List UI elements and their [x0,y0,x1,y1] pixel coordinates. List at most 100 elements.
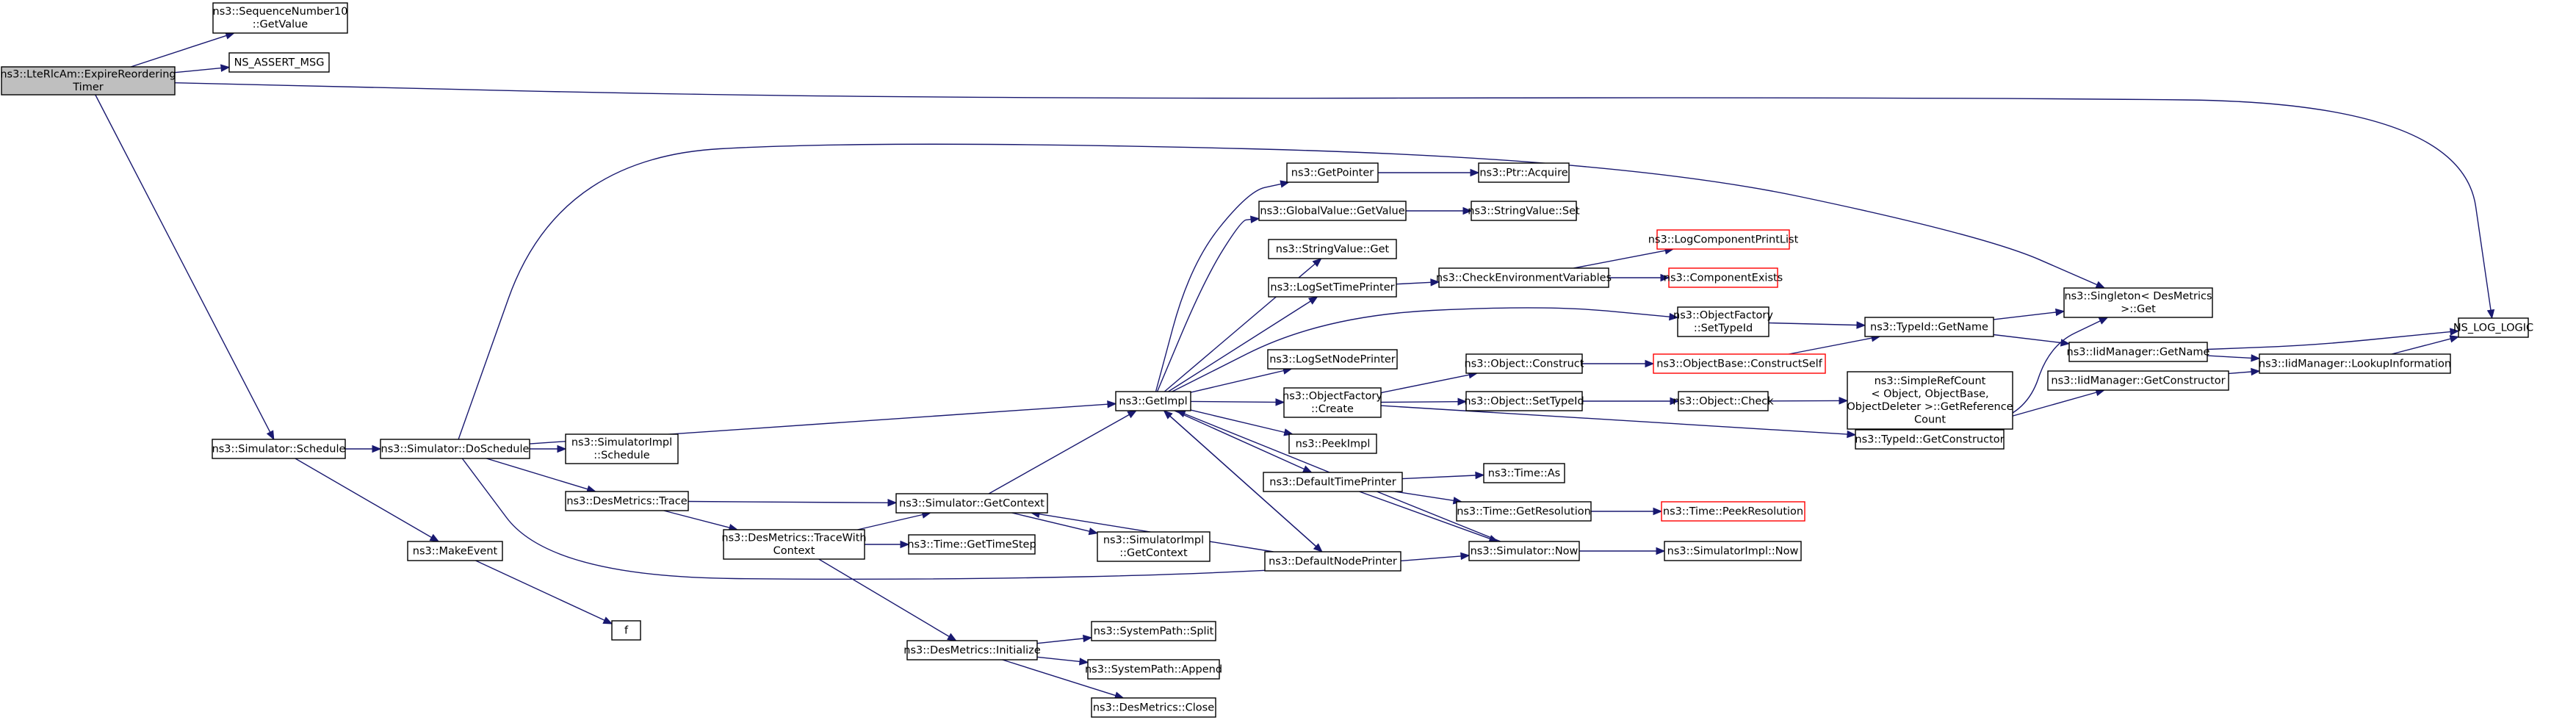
node-initialize[interactable]: ns3::DesMetrics::Initialize [903,640,1041,660]
node-label-line: ns3::Simulator::Now [1471,545,1579,557]
node-close[interactable]: ns3::DesMetrics::Close [1091,697,1216,718]
node-compexists[interactable]: ns3::ComponentExists [1664,267,1783,288]
node-label-line: ns3::Singleton< DesMetrics [2064,291,2212,303]
node-logcomplist[interactable]: ns3::LogComponentPrintList [1648,229,1799,250]
edge-line [1359,491,1490,539]
edge-arrowhead [1275,398,1285,406]
node-box [1483,463,1565,483]
node-typeidgetname[interactable]: ns3::TypeId::GetName [1864,317,1994,337]
edge-arrowhead [1312,258,1322,267]
node-assert[interactable]: NS_ASSERT_MSG [228,52,330,73]
node-implnow[interactable]: ns3::SimulatorImpl::Now [1664,541,1802,561]
edge-line [1169,415,1323,552]
node-append[interactable]: ns3::SystemPath::Append [1085,659,1222,680]
node-box [1465,391,1583,411]
node-iidgetctor[interactable]: ns3::IidManager::GetConstructor [2047,370,2229,391]
node-gettimestep[interactable]: ns3::Time::GetTimeStep [907,534,1036,555]
node-logsetnode[interactable]: ns3::LogSetNodePrinter [1267,349,1398,370]
node-objcheck[interactable]: ns3::Object::Check [1673,391,1774,411]
node-implschedule[interactable]: ns3::SimulatorImpl::Schedule [565,433,679,464]
edge-arrowhead [1470,168,1480,177]
node-iidgetname[interactable]: ns3::IidManager::GetName [2067,342,2210,362]
edge-line [130,35,227,68]
edge-arrowhead [1847,430,1857,439]
node-makeevent[interactable]: ns3::MakeEvent [407,541,503,561]
node-label-line: ns3::DefaultNodePrinter [1269,555,1397,567]
node-getimpl[interactable]: ns3::GetImpl [1115,391,1191,411]
edge-line [1394,491,1454,501]
node-box [1097,531,1211,562]
node-box [1091,697,1216,718]
edge-defaulttime-to-getresolution [1394,491,1463,505]
node-logsettime[interactable]: ns3::LogSetTimePrinter [1268,277,1397,298]
edge-arrowhead [1127,410,1138,419]
edge-line [1380,401,1459,403]
node-peekimpl[interactable]: ns3::PeekImpl [1288,433,1377,454]
node-lookup[interactable]: ns3::IidManager::LookupInformation [2259,353,2451,374]
node-label-line: ns3::IidManager::GetName [2067,346,2210,358]
node-label-line: Count [1914,414,1946,426]
node-gvgetvalue[interactable]: ns3::GlobalValue::GetValue [1258,201,1407,221]
node-constructself[interactable]: ns3::ObjectBase::ConstructSelf [1653,353,1826,374]
node-ptracquire[interactable]: ns3::Ptr::Acquire [1478,162,1570,183]
node-box [1678,391,1769,411]
node-defaultnode[interactable]: ns3::DefaultNodePrinter [1264,551,1401,572]
node-f[interactable]: f [611,620,641,641]
edge-defaultnode-to-getimpl [1163,410,1323,552]
node-defaulttime[interactable]: ns3::DefaultTimePrinter [1263,472,1403,492]
edge-line [2391,338,2451,355]
node-timeas[interactable]: ns3::Time::As [1483,463,1565,483]
edge-makeevent-to-f [475,560,613,624]
node-ofcreate[interactable]: ns3::ObjectFactory::Create [1282,387,1382,418]
node-doschedule[interactable]: ns3::Simulator::DoSchedule [380,439,530,459]
node-label-line: ns3::IidManager::LookupInformation [2259,358,2451,370]
edge-line [1380,405,1848,435]
node-box [1268,277,1397,298]
node-label-line: Timer [72,82,103,93]
node-box [2458,317,2529,338]
edge-line [1190,409,1285,433]
node-implgetcontext[interactable]: ns3::SimulatorImpl::GetContext [1097,531,1211,562]
node-label-line: ns3::LogSetTimePrinter [1270,281,1394,293]
edge-arrowhead [220,64,231,72]
node-objsettypeid[interactable]: ns3::Object::SetTypeId [1464,391,1584,411]
node-objconstruct[interactable]: ns3::Object::Construct [1465,353,1584,374]
node-simnow[interactable]: ns3::Simulator::Now [1468,541,1580,561]
node-checkenv[interactable]: ns3::CheckEnvironmentVariables [1436,267,1612,288]
edge-line [1993,312,2057,320]
edge-arrowhead [1645,359,1655,368]
edge-arrowhead [1250,215,1260,223]
node-label-line: ns3::DefaultTimePrinter [1269,476,1396,488]
node-typeidgetctor[interactable]: ns3::TypeId::GetConstructor [1855,429,2005,450]
node-seqnum[interactable]: ns3::SequenceNumber10::GetValue [212,2,348,34]
edge-getimpl-to-gvgetvalue [1156,215,1260,392]
node-svget[interactable]: ns3::StringValue::Get [1268,239,1397,259]
edge-arrowhead [1653,507,1663,516]
edge-gvgetvalue-to-svset [1406,206,1473,215]
node-box [1847,371,2013,430]
node-simplerefcount[interactable]: ns3::SimpleRefCount< Object, ObjectBase,… [1847,371,2013,430]
node-singleton[interactable]: ns3::Singleton< DesMetrics >::Get [2063,287,2213,318]
node-peekresolution[interactable]: ns3::Time::PeekResolution [1661,501,1805,522]
edge-iidgetname-to-nslog [2207,328,2460,350]
node-split[interactable]: ns3::SystemPath::Split [1091,621,1216,641]
node-svset[interactable]: ns3::StringValue::Set [1468,201,1580,221]
edge-arrowhead [602,616,613,624]
node-box [1677,306,1769,337]
edge-line [1156,218,1252,392]
node-label-line: ns3::Time::GetTimeStep [907,539,1036,550]
node-label-line: ns3::Time::GetResolution [1457,505,1591,517]
node-schedule[interactable]: ns3::Simulator::Schedule [212,439,346,459]
edge-line [2228,371,2252,375]
node-nslog[interactable]: NS_LOG_LOGIC [2453,317,2533,338]
node-ofsettypeid[interactable]: ns3::ObjectFactory::SetTypeId [1673,306,1773,337]
node-getresolution[interactable]: ns3::Time::GetResolution [1456,501,1592,522]
node-getcontext[interactable]: ns3::Simulator::GetContext [895,493,1048,514]
node-label-line: ns3::ComponentExists [1664,272,1783,284]
node-getpointer[interactable]: ns3::GetPointer [1286,162,1379,183]
edge-arrowhead [947,633,957,641]
node-label-line: ns3::Simulator::DoSchedule [381,443,530,455]
node-trace[interactable]: ns3::DesMetrics::Trace [565,491,689,511]
